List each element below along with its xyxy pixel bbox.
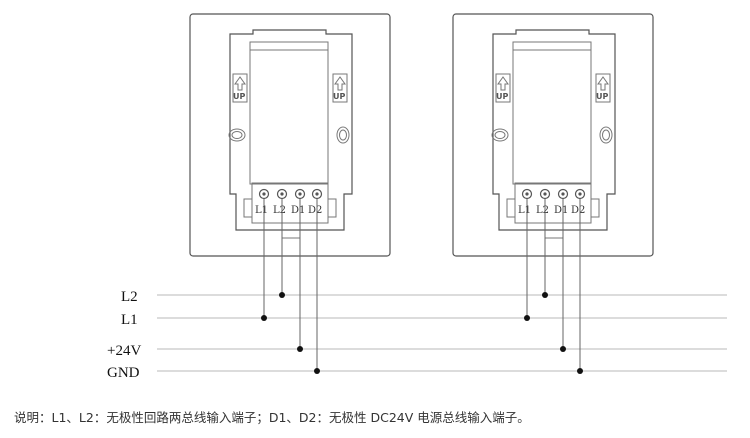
device-2: UP UP L1 L2 D1 D2 bbox=[452, 13, 654, 374]
device-2-terminal-label-l1: L1 bbox=[518, 205, 531, 216]
device-1-terminal-label-l1: L1 bbox=[255, 205, 268, 216]
bus-labels: L2 L1 +24V GND bbox=[107, 289, 141, 381]
svg-text:UP: UP bbox=[233, 92, 245, 101]
device-2-faceplate bbox=[452, 13, 654, 257]
bus-label-gnd: GND bbox=[107, 365, 140, 381]
svg-text:UP: UP bbox=[496, 92, 508, 101]
device-1-terminal-label-d2: D2 bbox=[308, 205, 322, 216]
device-2-terminal-screws bbox=[521, 188, 586, 200]
device-2-wires bbox=[526, 199, 581, 371]
bus-lines bbox=[157, 294, 727, 372]
device-2-mount-hole-left bbox=[491, 128, 509, 142]
device-1-junction-dots bbox=[261, 292, 320, 374]
device-2-up-arrow-right-icon: UP bbox=[595, 73, 611, 103]
device-1-terminal-label-l2: L2 bbox=[273, 205, 286, 216]
device-1-faceplate bbox=[189, 13, 391, 257]
bus-label-l1: L1 bbox=[121, 312, 138, 328]
device-1-up-arrow-left-icon: UP bbox=[232, 73, 248, 103]
device-1-frame bbox=[229, 29, 353, 231]
device-1-inner-module bbox=[249, 41, 329, 185]
device-1-up-arrow-right-icon: UP bbox=[332, 73, 348, 103]
device-1-terminal-screws bbox=[258, 188, 323, 200]
device-2-terminal-label-d2: D2 bbox=[571, 205, 585, 216]
device-2-up-arrow-left-icon: UP bbox=[495, 73, 511, 103]
svg-text:UP: UP bbox=[596, 92, 608, 101]
device-1-terminal-label-d1: D1 bbox=[291, 205, 305, 216]
device-2-frame bbox=[492, 29, 616, 231]
device-2-terminal-label-d1: D1 bbox=[554, 205, 568, 216]
device-2-mount-hole-right bbox=[599, 126, 613, 144]
device-2-terminal-label-l2: L2 bbox=[536, 205, 549, 216]
device-1-mount-hole-left bbox=[228, 128, 246, 142]
wiring-note: 说明：L1、L2：无极性回路两总线输入端子；D1、D2：无极性 DC24V 电源… bbox=[14, 410, 530, 425]
bus-label-l2: L2 bbox=[121, 289, 138, 305]
device-2-junction-dots bbox=[524, 292, 583, 374]
bus-label-24v: +24V bbox=[107, 343, 141, 359]
device-2-inner-module bbox=[512, 41, 592, 185]
device-1-mount-hole-right bbox=[336, 126, 350, 144]
device-1-wires bbox=[263, 199, 318, 371]
svg-text:UP: UP bbox=[333, 92, 345, 101]
device-1: UP UP L1 L2 D1 D2 bbox=[189, 13, 391, 374]
